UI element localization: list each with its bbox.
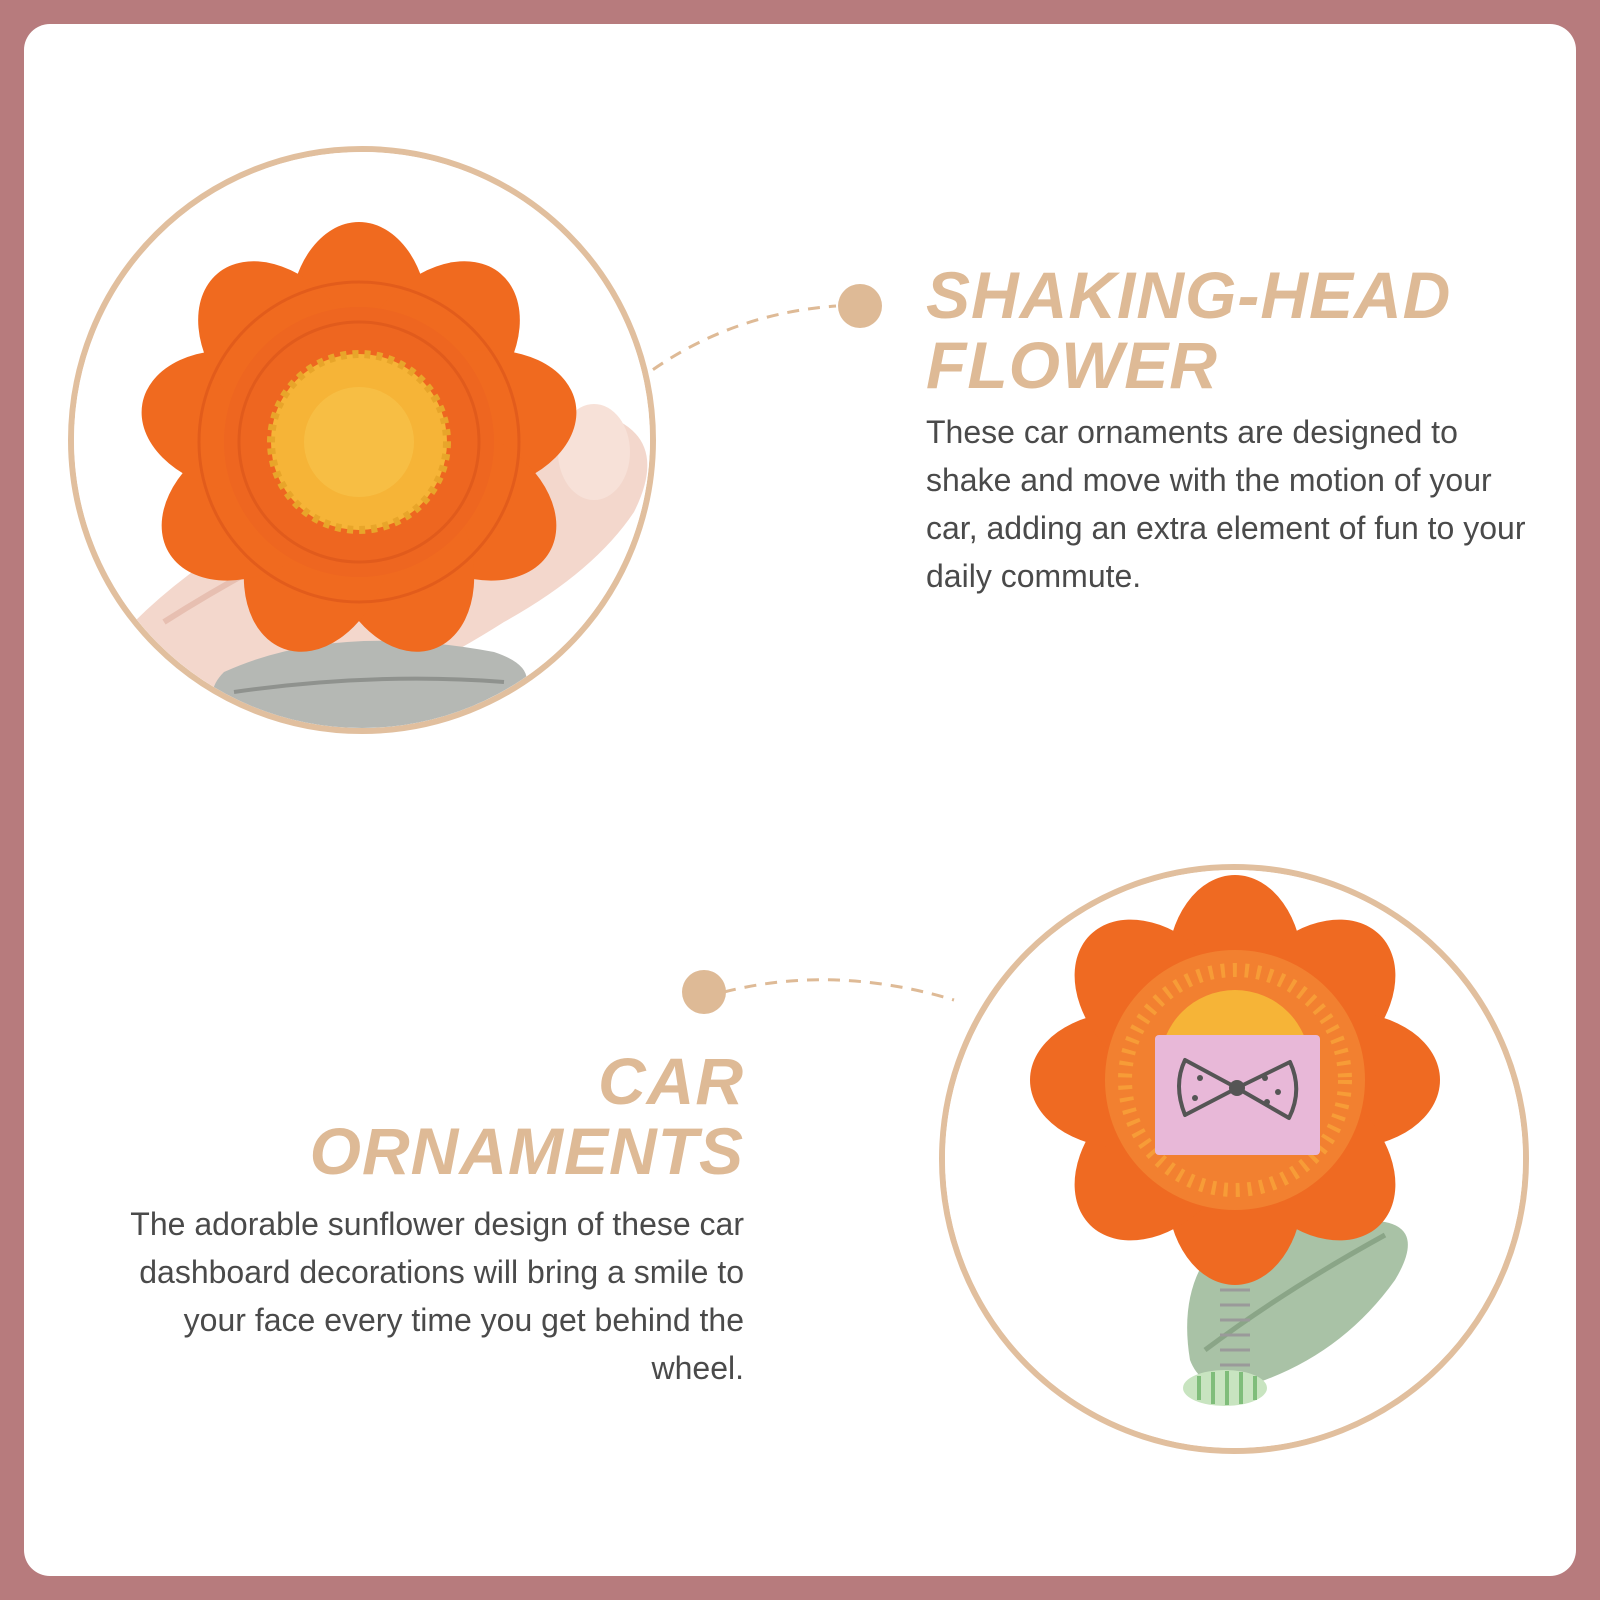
feature-title-car-ornaments: CAR ORNAMENTS [124, 1046, 744, 1186]
connector-dot-top [838, 284, 882, 328]
feature-description-shaking-head-flower: These car ornaments are designed to shak… [926, 414, 1526, 594]
feature-title-line: CAR [598, 1044, 744, 1118]
connector-line-top [635, 304, 837, 384]
sunflower-ornament-with-bow-tag-photo-icon [945, 870, 1523, 1448]
product-photo-top [68, 146, 656, 734]
feature-title-line: FLOWER [926, 328, 1218, 402]
product-photo-bottom [939, 864, 1529, 1454]
connector-line-bottom [723, 978, 955, 1002]
connector-dot-bottom [682, 970, 726, 1014]
feature-description-car-ornaments: The adorable sunflower design of these c… [130, 1206, 744, 1386]
connector-decorations [635, 284, 955, 1014]
feature-title-line: ORNAMENTS [309, 1114, 744, 1188]
feature-card: SHAKING-HEAD FLOWER These car ornaments … [24, 24, 1576, 1576]
crocheted-sunflower-on-finger-photo-icon [74, 152, 650, 728]
feature-title-line: SHAKING-HEAD [926, 258, 1452, 332]
feature-title-shaking-head-flower: SHAKING-HEAD FLOWER [926, 260, 1566, 400]
